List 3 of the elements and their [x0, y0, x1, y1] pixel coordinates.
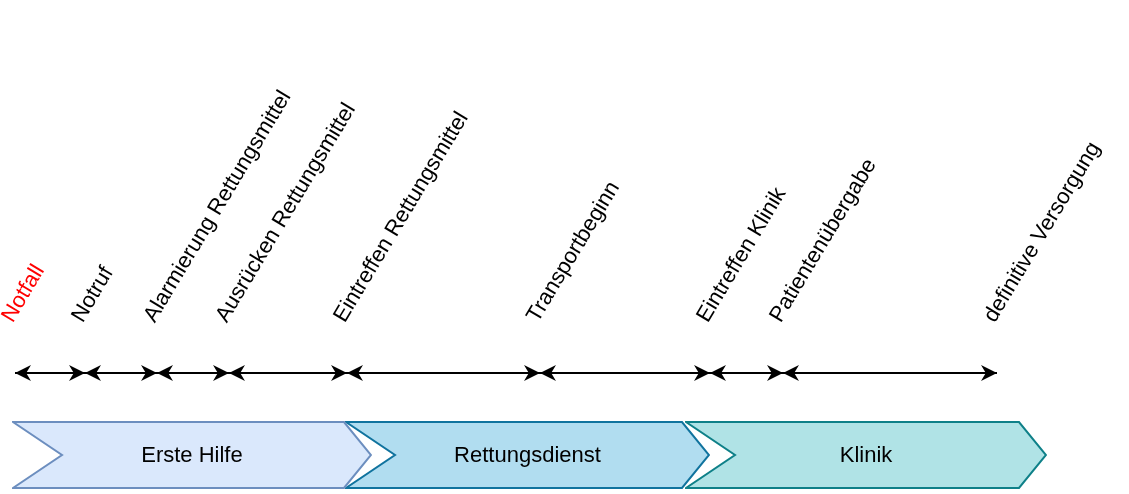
phase-label: Klinik: [839, 442, 893, 467]
phase-label: Rettungsdienst: [454, 442, 601, 467]
phase-label: Erste Hilfe: [141, 442, 243, 467]
